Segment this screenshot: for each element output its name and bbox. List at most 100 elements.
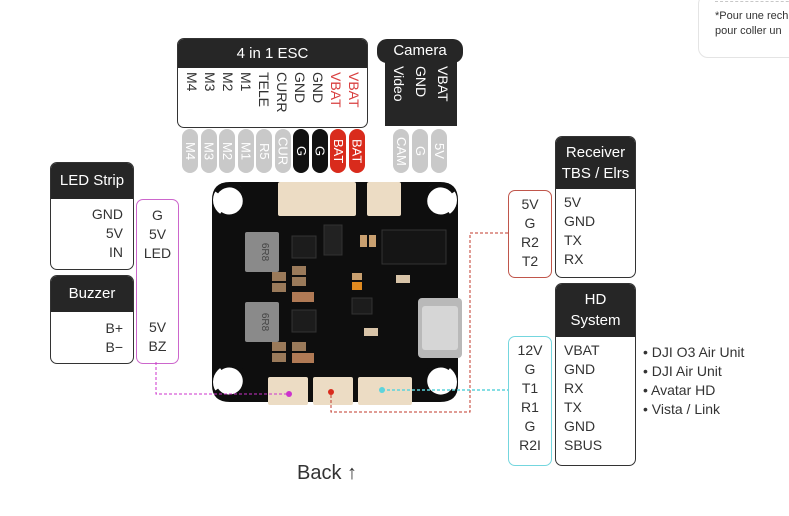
- hole-rings: [213, 182, 457, 400]
- camera-pad-cam: CAM: [393, 129, 409, 173]
- led-device-pin: IN: [109, 244, 123, 260]
- esc-pin-label: M1: [238, 72, 254, 92]
- mount-hole-bl: [213, 365, 247, 399]
- esc-pad-g: G: [311, 129, 328, 173]
- hd-compatible-item: • DJI Air Unit: [643, 363, 722, 379]
- receiver-device-pin: GND: [564, 213, 596, 229]
- receiver-title: Receiver TBS / Elrs: [556, 137, 635, 189]
- esc-pad-bat: BAT: [348, 129, 365, 173]
- esc-pin-label: M3: [202, 72, 218, 92]
- led-device-pin: 5V: [105, 225, 123, 241]
- hd-title-line2: System: [570, 312, 621, 329]
- receiver-title-line2: TBS / Elrs: [561, 165, 630, 182]
- buzzer-title: Buzzer: [51, 276, 133, 312]
- esc-pad-m2: M2: [219, 129, 235, 173]
- pad-label: CAM: [394, 136, 409, 166]
- hd-connector: [358, 377, 412, 405]
- led-board-pin: 5V: [148, 226, 167, 242]
- hd-system-title: HD System: [556, 284, 635, 337]
- inductor-1: [245, 232, 279, 272]
- hd-device-pin: GND: [564, 361, 596, 377]
- pad-label: BAT: [331, 138, 346, 164]
- led-buzzer-board-pins: G 5V LED 5V BZ: [136, 199, 179, 364]
- esc-pad-m1: M1: [237, 129, 254, 173]
- receiver-device-pin: TX: [564, 232, 582, 248]
- pad-label: M2: [220, 141, 235, 161]
- inductor-2: [245, 302, 279, 342]
- buzzer-device-pins: B+ B−: [51, 312, 133, 357]
- led-board-pin: G: [152, 207, 163, 223]
- hd-device-pin: TX: [564, 399, 582, 415]
- camera-pad-g: G: [412, 129, 428, 173]
- esc-pad-m3: M3: [200, 129, 217, 173]
- search-hint-panel: *Pour une rech pour coller un: [698, 0, 789, 58]
- search-hint-text: *Pour une rech pour coller un: [715, 9, 788, 39]
- pad-label: R5: [257, 142, 272, 160]
- hd-compatible-item: • Avatar HD: [643, 382, 716, 398]
- camera-pin-label: VBAT: [435, 66, 451, 102]
- esc-pad-g: G: [293, 129, 309, 173]
- led-buzzer-line: [155, 362, 289, 395]
- esc-pin-label: CURR: [274, 72, 290, 113]
- hd-title-line1: HD: [584, 291, 607, 308]
- hint-line-1: *Pour une rech: [715, 10, 789, 22]
- buzzer-device-pin: B+: [105, 320, 123, 336]
- camera-title: Camera: [377, 39, 463, 63]
- hd-device-pin: VBAT: [564, 342, 600, 358]
- esc-pad-cur: CUR: [274, 129, 291, 173]
- hd-board-pin: G: [524, 418, 536, 434]
- esc-title: 4 in 1 ESC: [178, 39, 367, 68]
- buzzer-board-pin: BZ: [148, 338, 167, 354]
- back-label: Back ↑: [297, 462, 358, 484]
- hd-board-pin: T1: [521, 380, 539, 396]
- hd-board-pin: R1: [521, 399, 539, 415]
- pad-label: M3: [201, 141, 217, 161]
- camera-pin-label: GND: [413, 66, 429, 98]
- mount-hole-tr: [423, 183, 457, 217]
- receiver-title-line1: Receiver: [565, 144, 626, 161]
- esc-pin-label: VBAT: [346, 72, 362, 108]
- hd-connector-dot: [379, 387, 385, 393]
- pad-label: M1: [238, 141, 254, 161]
- esc-pad-m4: M4: [182, 129, 198, 173]
- camera-pin-labels: VBAT GND Video: [391, 66, 451, 122]
- esc-pad-r5: R5: [256, 129, 272, 173]
- receiver-board-pin: T2: [521, 253, 539, 269]
- led-board-pin: LED: [143, 245, 172, 261]
- hint-line-2: pour coller un: [715, 25, 782, 37]
- hd-device-pin: RX: [564, 380, 584, 396]
- hd-board-pin: G: [524, 361, 536, 377]
- led-board-pins: G 5V LED: [137, 200, 178, 263]
- pad-label: G: [413, 145, 428, 157]
- buzzer-board-pin: 5V: [148, 319, 167, 335]
- esc-pin-label: M2: [220, 72, 236, 92]
- receiver-board-pin: 5V: [521, 196, 539, 212]
- capacitors: [272, 235, 410, 363]
- receiver-device-pin: 5V: [564, 194, 582, 210]
- camera-connector: [367, 182, 401, 216]
- hd-device-pin: SBUS: [564, 437, 603, 453]
- hd-compatible-list: • DJI O3 Air Unit• DJI Air Unit• Avatar …: [643, 343, 744, 419]
- buzzer-device-pin: B−: [105, 339, 123, 355]
- esc-pin-label: GND: [292, 72, 308, 104]
- hd-compatible-item: • Vista / Link: [643, 401, 721, 417]
- esc-pin-label: VBAT: [328, 72, 344, 108]
- esc-pin-label: M4: [184, 72, 200, 92]
- input-border: [715, 1, 789, 2]
- camera-pin-label: Video: [391, 66, 407, 102]
- receiver-connector-dot: [328, 389, 334, 395]
- receiver-board-pin: G: [524, 215, 536, 231]
- led-strip-title: LED Strip: [51, 163, 133, 199]
- led-connector-dot: [286, 391, 292, 397]
- pad-label: G: [312, 145, 328, 157]
